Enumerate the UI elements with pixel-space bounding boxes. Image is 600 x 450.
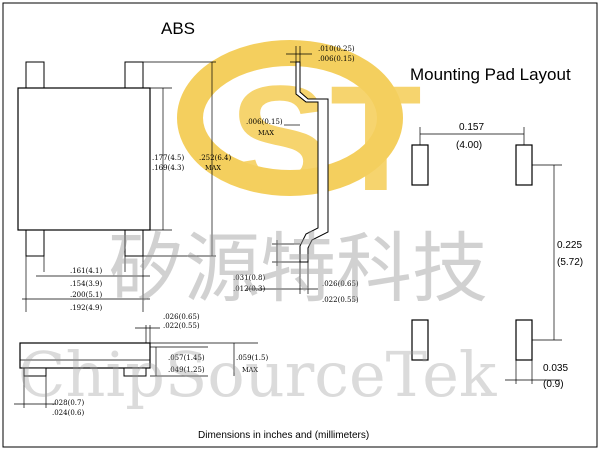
lead-bottom-left — [25, 227, 45, 257]
dim-lead-a: .031(0.8) — [233, 274, 265, 282]
top-view: .177(4.5) .169(4.3) .252(6.4) MAX .161(4… — [17, 61, 231, 312]
dim-thick-a: .006(0.15) — [246, 118, 283, 126]
dim-h2-b: MAX — [242, 366, 258, 374]
pad-top-left — [411, 144, 429, 186]
dim-height-in: 0.225 — [557, 240, 582, 251]
dim-foot-b: .022(0.55) — [322, 296, 359, 304]
front-lead-left — [23, 367, 47, 377]
pad-top-right — [515, 144, 533, 186]
dim-lead-top-a: .026(0.65) — [163, 313, 200, 321]
dim-width-3: .200(5.1) — [70, 291, 102, 299]
dim-h2-a: .059(1.5) — [236, 354, 268, 362]
dim-lead-b: .012(0.3) — [233, 285, 265, 293]
front-lead-right — [123, 367, 147, 377]
dim-bottom-a: .028(0.7) — [52, 399, 84, 407]
mounting-pad-layout: 0.157 (4.00) 0.225 (5.72) 0.035 (0.9) — [411, 122, 583, 390]
dim-top-a: .010(0.25) — [318, 45, 355, 53]
front-view: .026(0.65) .022(0.55) .057(1.45) .049(1.… — [14, 313, 268, 417]
dim-body-height-b: .169(4.3) — [152, 164, 184, 172]
dim-foot-a: .026(0.65) — [322, 280, 359, 288]
dim-bottom-b: .024(0.6) — [52, 409, 84, 417]
dim-pad-in: 0.035 — [543, 363, 568, 374]
watermark-english: ChipSourceTek — [18, 338, 497, 411]
dim-lead-top-b: .022(0.55) — [163, 322, 200, 330]
dim-total-height-b: MAX — [205, 164, 221, 172]
front-body — [19, 342, 151, 369]
footer-note: Dimensions in inches and (millimeters) — [198, 430, 369, 441]
dim-body-height-a: .177(4.5) — [152, 154, 184, 162]
pad-bottom-right — [515, 319, 533, 361]
dim-width-2: .154(3.9) — [70, 280, 102, 288]
dim-width-4: .192(4.9) — [70, 304, 102, 312]
dim-thick-b: MAX — [258, 129, 274, 137]
lead-top-left — [25, 61, 45, 91]
lead-top-right — [124, 61, 144, 91]
dim-width-1: .161(4.1) — [70, 267, 102, 275]
dim-pad-mm: (0.9) — [543, 379, 564, 390]
dim-total-height-a: .252(6.4) — [199, 154, 231, 162]
dim-height-mm: (5.72) — [557, 257, 583, 268]
dim-top-b: .006(0.15) — [318, 55, 355, 63]
watermark-chinese: 矽源特科技 — [108, 224, 488, 313]
pad-bottom-left — [411, 319, 429, 361]
dim-h1-b: .049(1.25) — [168, 366, 205, 374]
side-view: .010(0.25) .006(0.15) .006(0.15) MAX .03… — [233, 45, 359, 304]
package-body — [17, 87, 151, 231]
dim-h1-a: .057(1.45) — [168, 354, 205, 362]
watermark-logo: ST — [177, 40, 422, 222]
package-title: ABS — [161, 19, 195, 38]
dim-pitch-in: 0.157 — [459, 122, 484, 133]
mounting-title: Mounting Pad Layout — [410, 65, 571, 84]
dim-pitch-mm: (4.00) — [456, 140, 482, 151]
